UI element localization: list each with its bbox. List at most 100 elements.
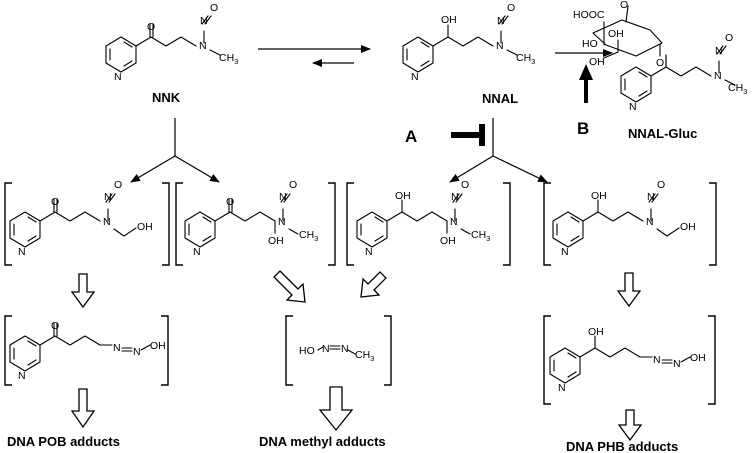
hollow-arrow-methyl-adducts <box>318 386 354 432</box>
int2-ring-nitrogen: N <box>193 246 201 258</box>
nnal-methyl-hydroxylation-arrow <box>492 155 548 183</box>
nnk-keto-oxygen: O <box>147 21 155 33</box>
pob-diazohydroxide-structure: O N N N OH <box>9 320 166 382</box>
nnal-nitroso-nitrogen: N <box>497 15 505 27</box>
nnk-methyl-hydroxylation-arrow <box>174 155 220 183</box>
methyl-hydroxyl: HO <box>299 345 315 357</box>
pob-ring-nitrogen: N <box>18 370 26 382</box>
nnk-ring-nitrogen: N <box>114 71 122 83</box>
phb-diazohydroxide-structure: OH N N N OH <box>549 326 706 394</box>
hollow-arrow-pob-intermediate <box>70 273 96 309</box>
intermediate-4-structure: OH N N N O OH <box>552 179 696 258</box>
nnal-amine-nitrogen: N <box>496 40 504 52</box>
int4-nitroso-nitrogen: N <box>647 191 655 203</box>
int3-hydroxyl-2: OH <box>440 235 456 247</box>
int3-nitroso-oxygen: O <box>461 179 469 191</box>
gluc-amine-nitrogen: N <box>714 70 722 82</box>
gluc-methyl: CH3 <box>728 82 747 96</box>
nnal-methyl: CH3 <box>516 52 535 66</box>
phb-hydroxyl-2: OH <box>690 352 706 364</box>
nnk-structure: O N N N O CH3 <box>105 2 238 83</box>
pob-keto-oxygen: O <box>51 320 59 332</box>
gluc-carboxyl: HOOC <box>573 9 605 21</box>
methyl-azo-nitrogen-2: N <box>341 343 349 355</box>
int2-hydroxyl: OH <box>268 235 284 247</box>
gluc-ether-oxygen: O <box>656 57 664 69</box>
nnk-methyl: CH3 <box>219 52 238 66</box>
nnk-amine-nitrogen: N <box>199 40 207 52</box>
int3-amine-nitrogen: N <box>450 216 458 228</box>
glucuronide-ring <box>592 19 663 57</box>
label-a: A <box>405 127 417 146</box>
label-b: B <box>577 119 589 138</box>
int2-nitroso-oxygen: O <box>289 179 297 191</box>
pob-azo-nitrogen-1: N <box>113 342 121 354</box>
nnal-gluc-structure: HOOC O HO OH OH O N N N O CH3 <box>573 0 747 113</box>
inhibition-symbol <box>451 124 485 146</box>
pob-azo-nitrogen-2: N <box>133 346 141 358</box>
int1-keto-oxygen: O <box>51 196 59 208</box>
pob-hydroxyl: OH <box>150 340 166 352</box>
methyl-adducts-label: DNA methyl adducts <box>259 434 386 449</box>
intermediate-3-structure: OH N OH N N O CH3 <box>356 179 490 258</box>
gluc-hydroxyl-3: OH <box>608 28 624 40</box>
phb-azo-nitrogen-2: N <box>673 358 681 370</box>
intermediate-1-structure: O N N N O OH <box>9 179 153 258</box>
hollow-arrow-phb-adducts <box>617 409 643 442</box>
int1-amine-nitrogen: N <box>103 216 111 228</box>
int4-amine-nitrogen: N <box>646 216 654 228</box>
int2-nitroso-nitrogen: N <box>279 191 287 203</box>
int4-hydroxyl-2: OH <box>680 221 696 233</box>
methyl-azo-nitrogen-1: N <box>322 343 330 355</box>
hollow-arrow-methyl-from-nnal <box>360 271 387 298</box>
phb-adducts-label: DNA PHB adducts <box>566 439 678 453</box>
phb-azo-nitrogen-1: N <box>653 354 661 366</box>
methyl-diazohydroxide-structure: HO N N CH3 <box>299 343 374 363</box>
int2-methyl: CH3 <box>299 229 318 243</box>
intermediate-2-structure: O N OH N N O CH3 <box>184 179 318 258</box>
nnal-label: NNAL <box>482 91 518 106</box>
nnal-structure: OH N N N O CH3 <box>402 2 535 83</box>
nnal-nitroso-oxygen: O <box>507 2 515 14</box>
hollow-arrow-methyl-from-nnk <box>273 270 306 303</box>
gluc-nitroso-nitrogen: N <box>715 45 723 57</box>
nnal-hydroxyl: OH <box>441 14 457 26</box>
nnk-nitroso-oxygen: O <box>210 2 218 14</box>
int2-keto-oxygen: O <box>226 196 234 208</box>
bracket-intermediate-3 <box>346 182 511 266</box>
bracket-methyl-diazohydroxide <box>285 315 392 386</box>
bracket-intermediate-1 <box>4 182 170 266</box>
int4-nitroso-oxygen: O <box>657 179 665 191</box>
gluc-hydroxyl-1: HO <box>582 38 598 50</box>
int4-hydroxyl-1: OH <box>591 190 607 202</box>
phb-ring-nitrogen: N <box>558 382 566 394</box>
bracket-intermediate-4 <box>543 182 717 266</box>
int1-hydroxyl: OH <box>137 221 153 233</box>
int1-ring-nitrogen: N <box>18 246 26 258</box>
phb-hydroxyl-1: OH <box>588 326 604 338</box>
nnal-methylene-hydroxylation-arrow <box>449 155 494 183</box>
bracket-pob-diazohydroxide <box>4 315 169 386</box>
hollow-arrow-pob-adducts <box>70 388 96 429</box>
int3-ring-nitrogen: N <box>365 246 373 258</box>
gluc-ring-nitrogen: N <box>629 101 637 113</box>
bracket-intermediate-2 <box>175 182 336 266</box>
int1-nitroso-oxygen: O <box>114 179 122 191</box>
int3-methyl: CH3 <box>471 229 490 243</box>
int2-amine-nitrogen: N <box>278 216 286 228</box>
int4-ring-nitrogen: N <box>561 246 569 258</box>
gluc-ring-oxygen: O <box>620 0 628 11</box>
nnal-ring-nitrogen: N <box>411 71 419 83</box>
int3-nitroso-nitrogen: N <box>451 191 459 203</box>
nnal-gluc-label: NNAL-Gluc <box>628 126 697 141</box>
pob-adducts-label: DNA POB adducts <box>7 434 120 449</box>
nnk-label: NNK <box>152 90 181 105</box>
hollow-arrow-phb-intermediate <box>616 272 642 308</box>
nnk-nitroso-nitrogen: N <box>200 15 208 27</box>
gluc-hydroxyl-2: OH <box>589 56 605 68</box>
bracket-phb-diazohydroxide <box>543 315 716 405</box>
nnk-methylene-hydroxylation-arrow <box>130 155 176 183</box>
int1-nitroso-nitrogen: N <box>104 191 112 203</box>
